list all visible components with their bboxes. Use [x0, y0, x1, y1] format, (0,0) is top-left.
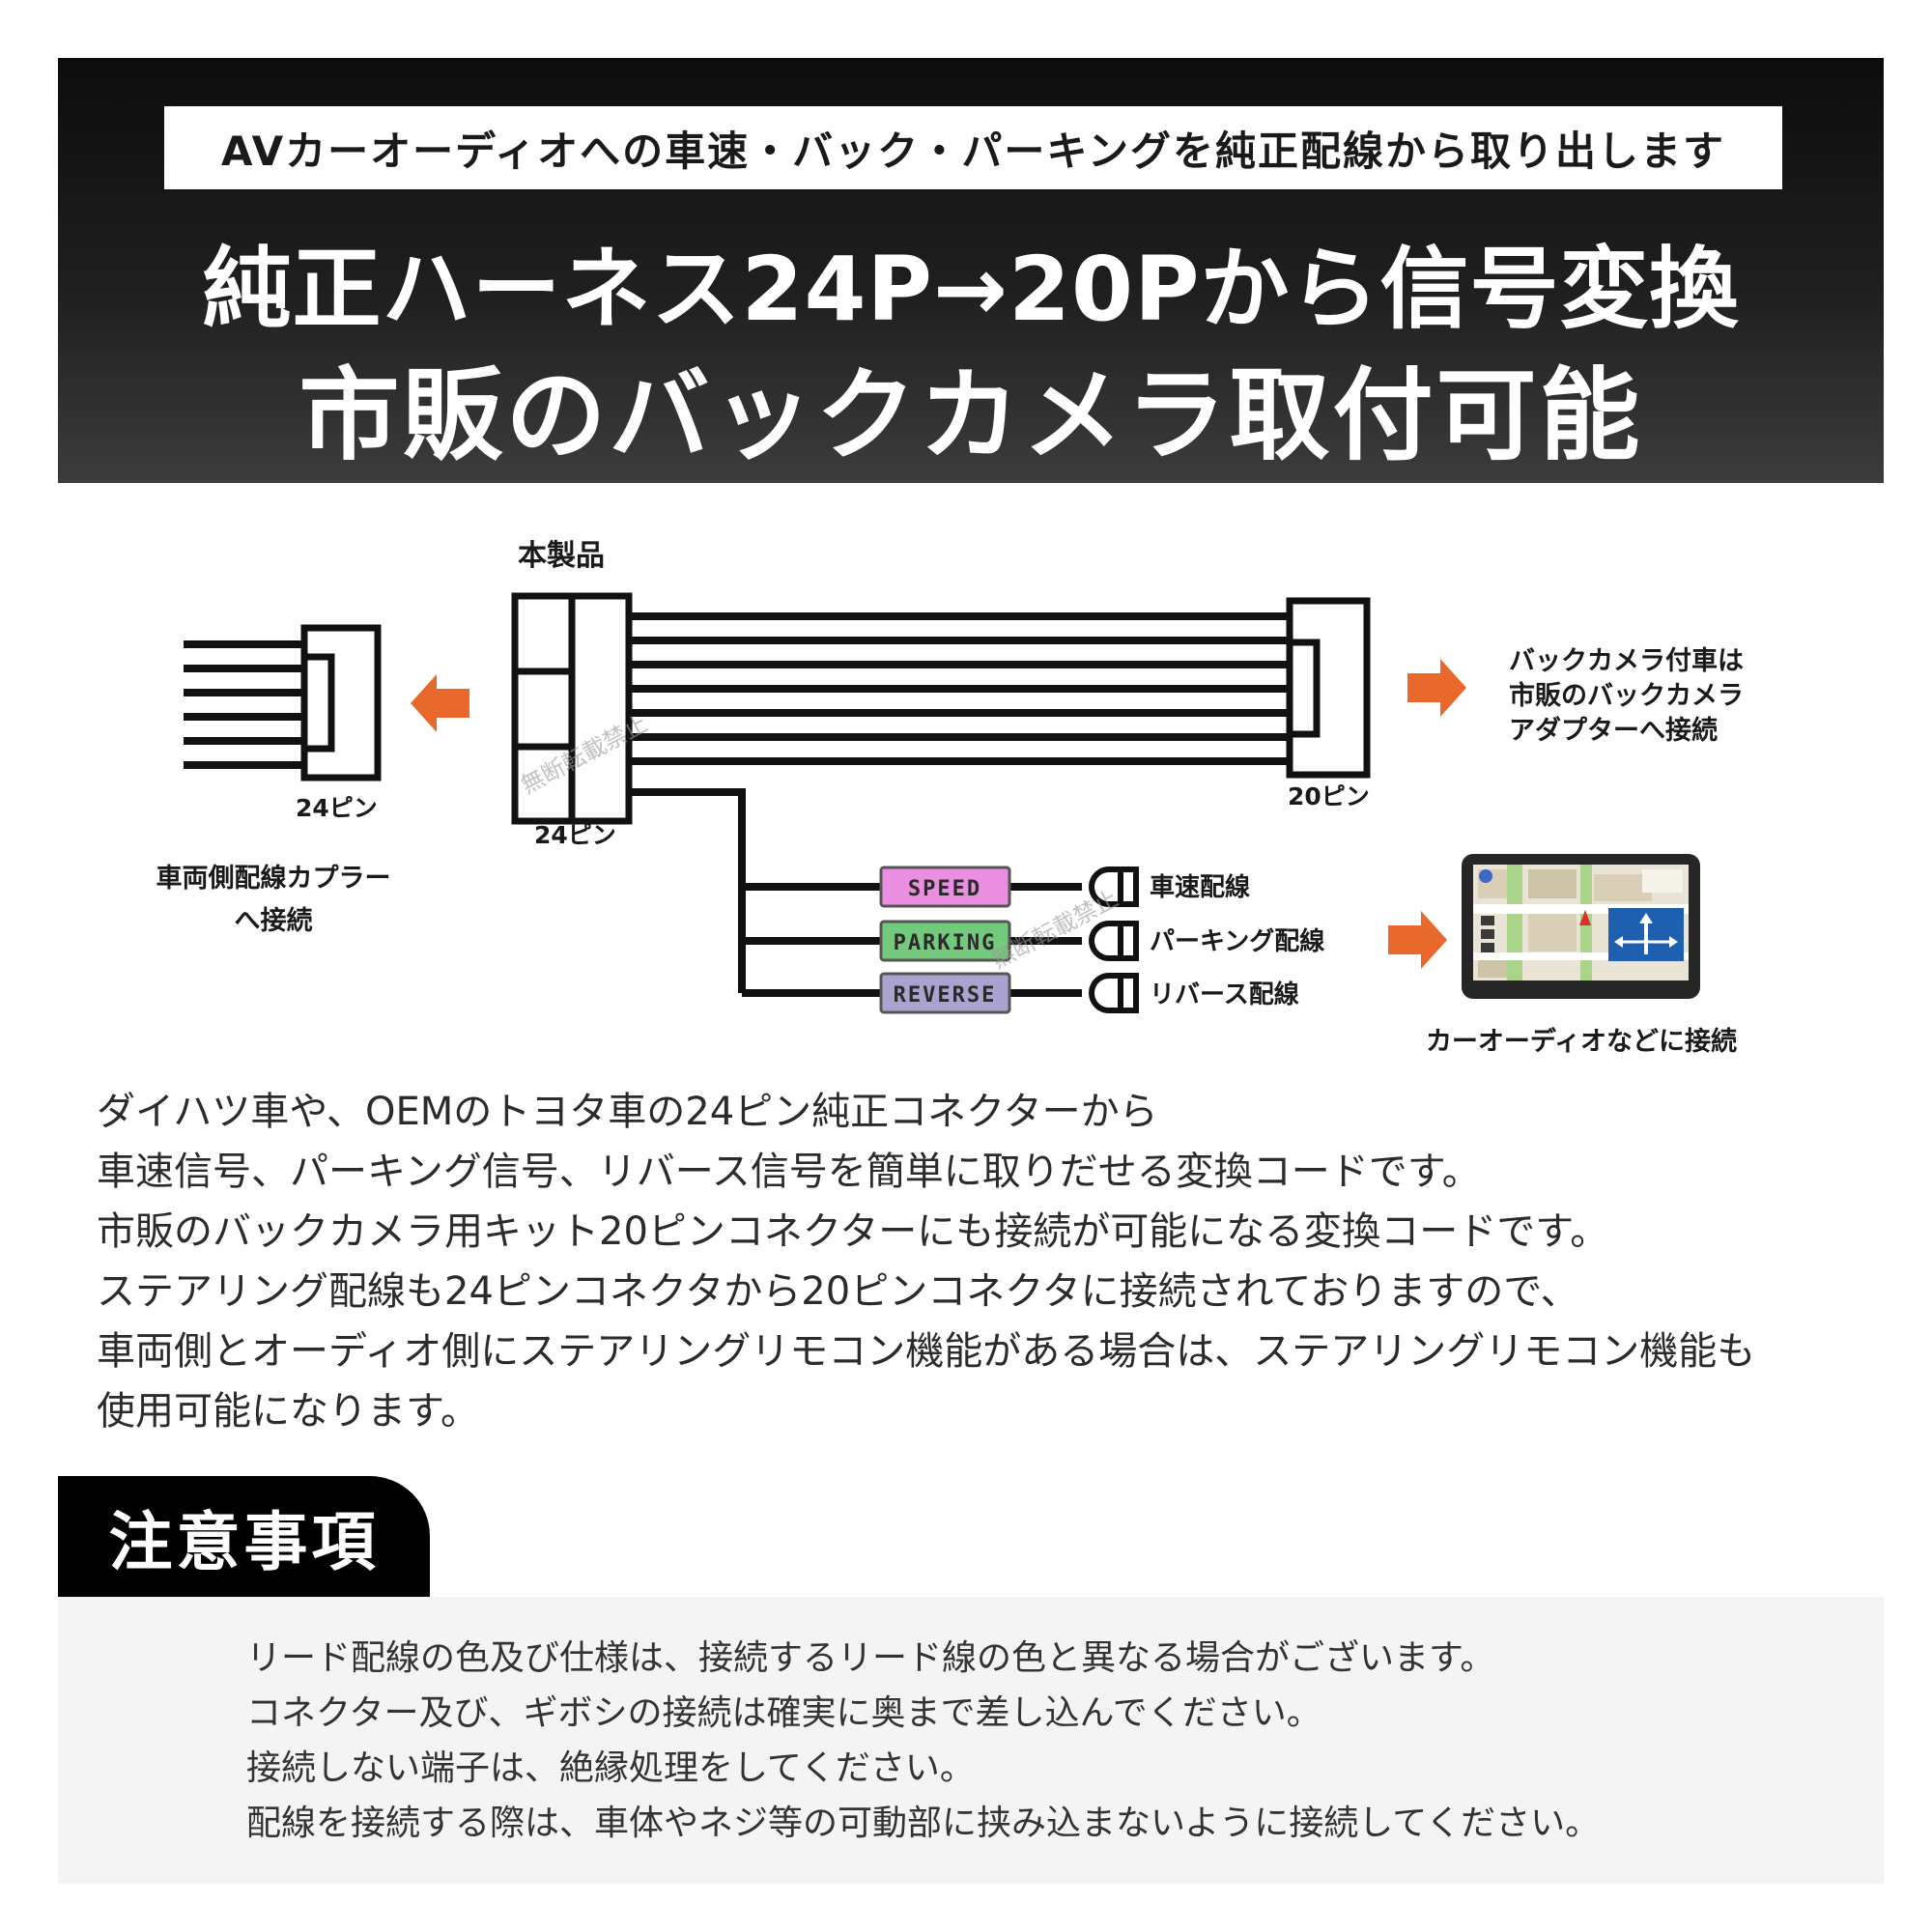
- vehicle-connector: [300, 624, 382, 781]
- bullet-terminals: [1089, 867, 1139, 1013]
- signal-tag-label: REVERSE: [894, 983, 997, 1008]
- notice-item: リード配線の色及び仕様は、接続するリード線の色と異なる場合がございます。: [246, 1638, 1495, 1678]
- arrow-right-icon: [1407, 659, 1466, 717]
- notice-item: コネクター及び、ギボシの接続は確実に奥まで差し込んでください。: [246, 1693, 1321, 1733]
- camera-note-line-3: アダプターへ接続: [1509, 715, 1718, 746]
- signal-label-speed: 車速配線: [1150, 872, 1250, 902]
- signal-tag-speed: SPEED: [879, 866, 1011, 908]
- signal-tag-parking: PARKING: [879, 920, 1011, 962]
- product-description: ダイハツ車や、OEMのトヨタ車の24ピン純正コネクターから 車速信号、パーキング…: [97, 1082, 1855, 1441]
- signal-label-reverse: リバース配線: [1150, 980, 1299, 1009]
- car-navigation-screen-icon: [1462, 854, 1700, 999]
- description-line: ステアリング配線も24ピンコネクタから20ピンコネクタに接続されておりますので、: [97, 1269, 1579, 1314]
- output-pins-label: 20ピン: [1288, 782, 1370, 810]
- header-banner: AVカーオーディオへの車速・バック・パーキングを純正配線から取り出します 純正ハ…: [58, 58, 1884, 483]
- vehicle-side-label-1: 車両側配線カプラー: [156, 863, 391, 894]
- notice-box: リード配線の色及び仕様は、接続するリード線の色と異なる場合がございます。 コネク…: [58, 1597, 1884, 1884]
- headline-line-2: 市販のバックカメラ取付可能: [298, 356, 1643, 474]
- product-pins-label: 24ピン: [534, 821, 616, 849]
- header-subtitle: AVカーオーディオへの車速・バック・パーキングを純正配線から取り出します: [164, 106, 1782, 189]
- description-line: 市販のバックカメラ用キット20ピンコネクターにも接続が可能になる変換コードです。: [97, 1209, 1609, 1254]
- arrow-to-audio-icon: [1388, 911, 1447, 969]
- vehicle-side-label-2: へ接続: [235, 906, 313, 936]
- product-label: 本製品: [518, 539, 605, 573]
- notice-list: リード配線の色及び仕様は、接続するリード線の色と異なる場合がございます。 コネク…: [246, 1631, 1600, 1851]
- signal-tag-label: PARKING: [894, 931, 997, 955]
- headline-line-1: 純正ハーネス24P→20Pから信号変換: [202, 238, 1740, 341]
- output-connector-20p: [1286, 597, 1371, 779]
- description-line: ダイハツ車や、OEMのトヨタ車の24ピン純正コネクターから: [97, 1090, 1158, 1134]
- notice-title: 注意事項: [58, 1476, 430, 1597]
- signal-label-parking: パーキング配線: [1150, 926, 1324, 956]
- wiring-diagram: SPEED PARKING REVERSE: [156, 539, 1745, 1057]
- product-connector-24p: [511, 592, 633, 825]
- signal-tag-reverse: REVERSE: [879, 972, 1011, 1014]
- description-line: 車速信号、パーキング信号、リバース信号を簡単に取りだせる変換コードです。: [97, 1150, 1481, 1194]
- vehicle-connector-wires: [184, 640, 304, 769]
- notice-item: 接続しない端子は、絶縁処理をしてください。: [246, 1748, 975, 1788]
- left-connector-pins-label: 24ピン: [296, 794, 378, 822]
- branch-wires: [629, 788, 1082, 997]
- signal-tag-label: SPEED: [908, 877, 981, 901]
- description-line: 車両側とオーディオ側にステアリングリモコン機能がある場合は、ステアリングリモコン…: [97, 1329, 1756, 1374]
- camera-note-line-2: 市販のバックカメラ: [1509, 680, 1744, 711]
- notice-item: 配線を接続する際は、車体やネジ等の可動部に挟み込まないように接続してください。: [246, 1804, 1601, 1843]
- description-line: 使用可能になります。: [97, 1389, 479, 1434]
- arrow-left-icon: [411, 674, 469, 732]
- main-cable-bundle: [629, 612, 1290, 765]
- camera-note-line-1: バックカメラ付車は: [1509, 646, 1744, 676]
- audio-label: カーオーディオなどに接続: [1426, 1026, 1737, 1057]
